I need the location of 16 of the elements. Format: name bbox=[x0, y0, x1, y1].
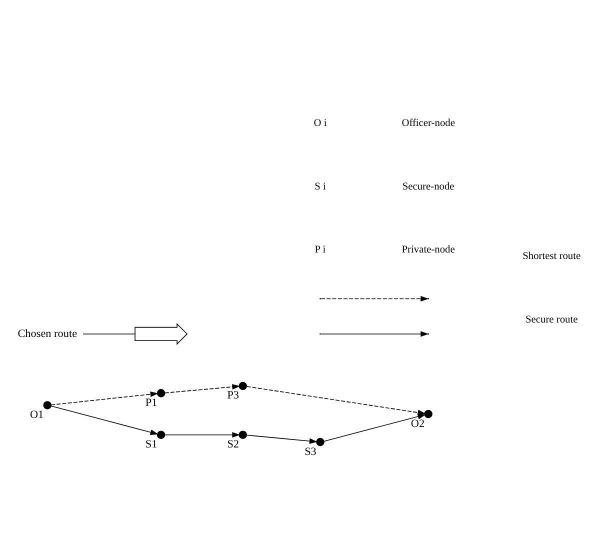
legend-label: Shortest route bbox=[522, 251, 581, 262]
label: Private-node bbox=[402, 244, 455, 256]
label: Officer-node bbox=[402, 118, 455, 130]
node-label: P3 bbox=[227, 390, 240, 402]
label: O i bbox=[314, 118, 327, 130]
node-label: O2 bbox=[410, 418, 425, 430]
node-label: O1 bbox=[30, 408, 44, 421]
node-label: S1 bbox=[145, 438, 158, 451]
node-text: Chosen route bbox=[18, 328, 78, 340]
label: Secure-node bbox=[402, 181, 454, 192]
legend-label: Secure route bbox=[526, 314, 578, 326]
node-label: S2 bbox=[227, 438, 240, 451]
node-label: S3 bbox=[304, 446, 316, 458]
label: P i bbox=[314, 244, 326, 256]
label: S i bbox=[314, 181, 326, 192]
node-label: P1 bbox=[145, 396, 158, 409]
